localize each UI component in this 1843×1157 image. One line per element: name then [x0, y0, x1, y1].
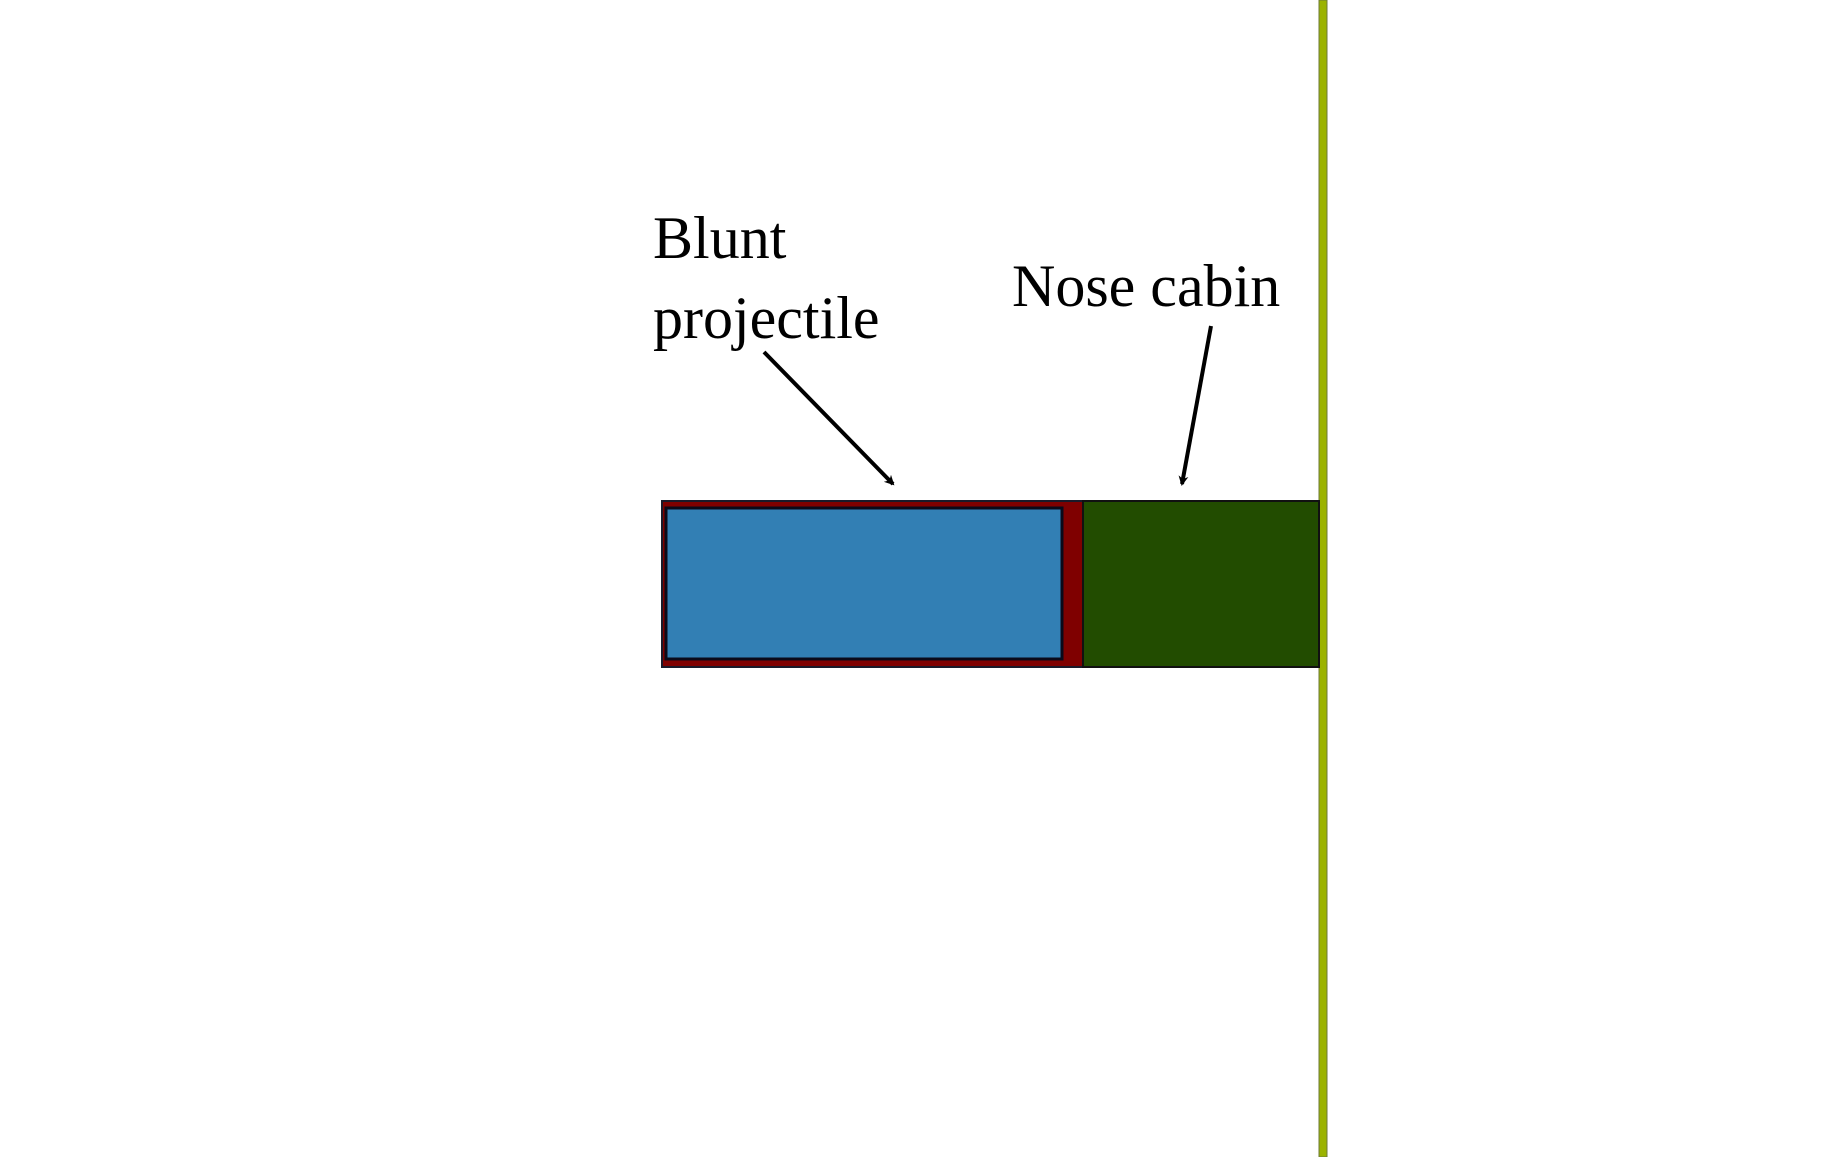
projectile-label-line2: projectile [653, 285, 880, 351]
nose-cabin-label: Nose cabin [1012, 253, 1280, 319]
nose-cabin-arrow [1178, 325, 1213, 486]
nose-cabin [1082, 500, 1320, 668]
projectile-label-line1: Blunt [653, 205, 787, 271]
projectile-core [664, 506, 1064, 661]
projectile-arrow [762, 350, 895, 486]
target-plate [1318, 0, 1328, 1157]
